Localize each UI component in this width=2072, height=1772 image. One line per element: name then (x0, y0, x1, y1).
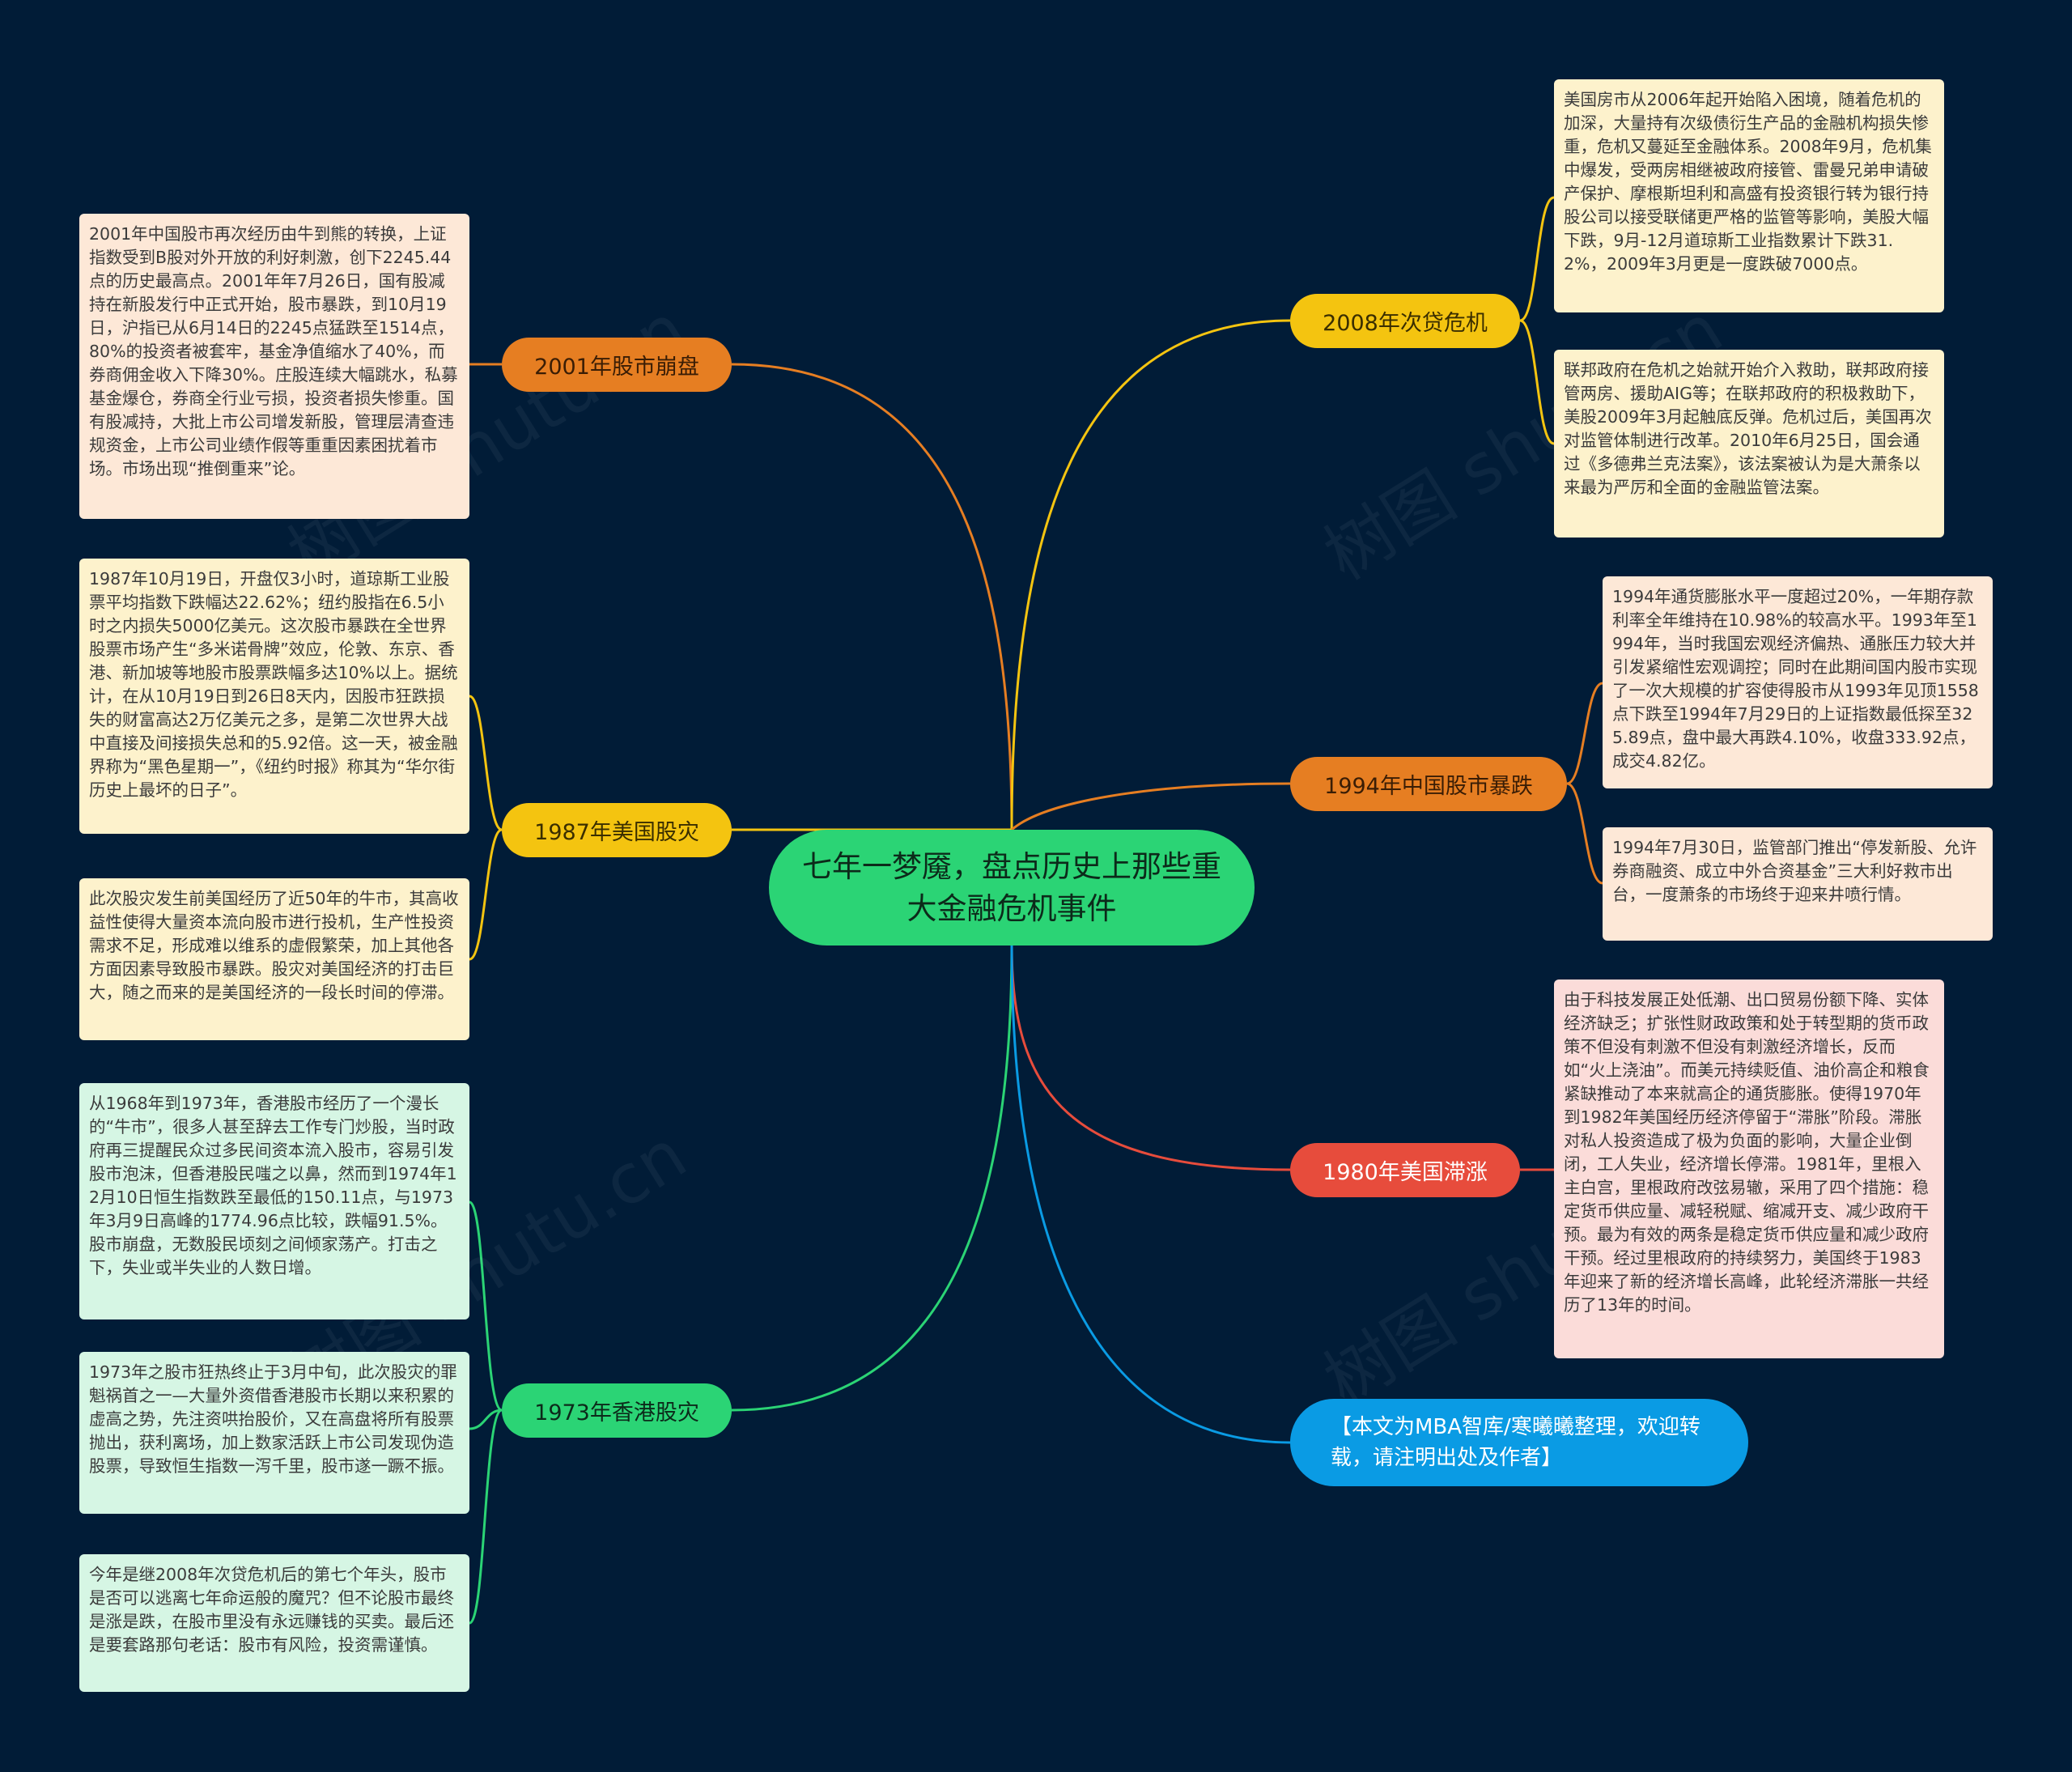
leaf-1987-detail-2: 此次股灾发生前美国经历了近50年的牛市，其高收益性使得大量资本流向股市进行投机，… (79, 878, 469, 1040)
branch-2008-subprime[interactable]: 2008年次贷危机 (1290, 294, 1520, 348)
connector-1973-leaf-2 (469, 1409, 503, 1430)
branch-1980-us-stagflation[interactable]: 1980年美国滞涨 (1290, 1143, 1520, 1197)
leaf-1980-detail: 由于科技发展正处低潮、出口贸易份额下降、实体经济缺乏；扩张性财政政策和处于转型期… (1554, 979, 1944, 1358)
connector-2008-leaf-2 (1519, 319, 1555, 445)
leaf-2001-detail: 2001年中国股市再次经历由牛到熊的转换，上证指数受到B股对外开放的利好刺激，创… (79, 214, 469, 519)
connector-1994-leaf-1 (1566, 682, 1603, 785)
connector-1973 (731, 945, 1013, 1412)
leaf-2008-detail-1: 美国房市从2006年起开始陷入困境，随着危机的加深，大量持有次级债衍生产品的金融… (1554, 79, 1944, 312)
leaf-1973-detail-2: 1973年之股市狂热终止于3月中旬，此次股灾的罪魁祸首之一—大量外资借香港股市长… (79, 1352, 469, 1514)
source-note[interactable]: 【本文为MBA智库/寒曦曦整理，欢迎转载，请注明出处及作者】 (1290, 1399, 1748, 1486)
connector-1994-leaf-2 (1566, 782, 1603, 885)
branch-1973-hk-crash[interactable]: 1973年香港股灾 (502, 1383, 732, 1438)
branch-1994-china-crash[interactable]: 1994年中国股市暴跌 (1290, 757, 1567, 811)
connector-1987-leaf-1 (469, 695, 503, 831)
connector-1994 (1011, 782, 1291, 831)
leaf-1973-detail-3: 今年是继2008年次贷危机后的第七个年头，股市是否可以逃离七年命运般的魔咒？但不… (79, 1554, 469, 1692)
center-topic[interactable]: 七年一梦魇，盘点历史上那些重大金融危机事件 (769, 830, 1255, 945)
connector-1973-leaf-3 (469, 1409, 503, 1625)
connector-2008 (1010, 319, 1291, 831)
connector-1980 (1010, 945, 1291, 1171)
connector-1973-leaf-1 (469, 1200, 503, 1412)
connector-2008-leaf-1 (1519, 196, 1555, 322)
connector-2001 (731, 363, 1013, 831)
connector-note (1010, 945, 1291, 1444)
leaf-1987-detail-1: 1987年10月19日，开盘仅3小时，道琼斯工业股票平均指数下跌幅达22.62%… (79, 559, 469, 834)
leaf-1994-detail-2: 1994年7月30日，监管部门推出“停发新股、允许券商融资、成立中外合资基金”三… (1603, 827, 1993, 941)
leaf-2008-detail-2: 联邦政府在危机之始就开始介入救助，联邦政府接管两房、援助AIG等；在联邦政府的积… (1554, 350, 1944, 538)
leaf-1994-detail-1: 1994年通货膨胀水平一度超过20%，一年期存款利率全年维持在10.98%的较高… (1603, 576, 1993, 788)
connector-1987-leaf-2 (469, 828, 503, 961)
branch-2001-stock-crash[interactable]: 2001年股市崩盘 (502, 338, 732, 392)
leaf-1973-detail-1: 从1968年到1973年，香港股市经历了一个漫长的“牛市”，很多人甚至辞去工作专… (79, 1083, 469, 1319)
branch-1987-us-crash[interactable]: 1987年美国股灾 (502, 803, 732, 857)
